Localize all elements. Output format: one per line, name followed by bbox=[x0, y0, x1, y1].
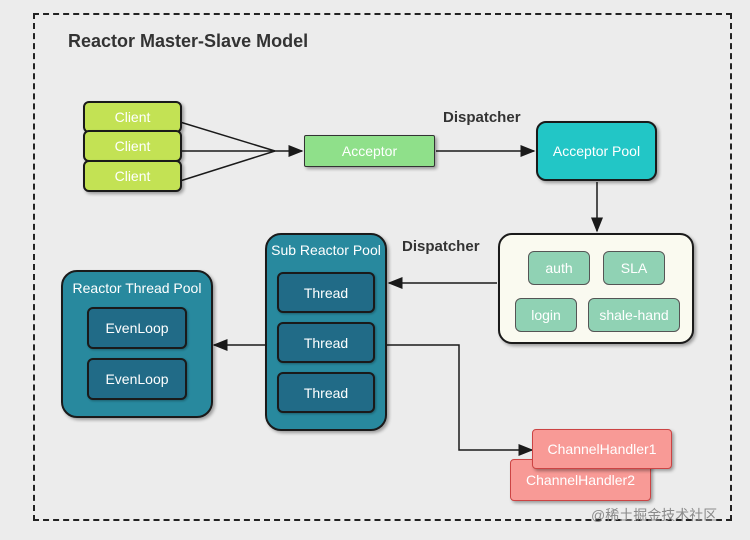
thread-node: Thread bbox=[277, 272, 375, 313]
watermark: @稀土掘金技术社区 bbox=[591, 507, 718, 523]
eventloop-node: EvenLoop bbox=[87, 358, 187, 400]
shake-hand-handler: shale-hand bbox=[588, 298, 680, 332]
eventloop-node: EvenLoop bbox=[87, 307, 187, 349]
client1-line bbox=[179, 121, 276, 152]
auth-handler: auth bbox=[528, 251, 590, 285]
handler-group: auth SLA login shale-hand bbox=[498, 233, 694, 344]
client3-line bbox=[179, 150, 276, 182]
reactor-thread-pool: Reactor Thread Pool EvenLoop EvenLoop bbox=[61, 270, 213, 418]
dispatcher-label-mid: Dispatcher bbox=[402, 238, 480, 255]
client-node: Client bbox=[83, 101, 182, 133]
dispatcher-label-top: Dispatcher bbox=[443, 109, 521, 126]
acceptor-pool-node: Acceptor Pool bbox=[536, 121, 657, 181]
sla-handler: SLA bbox=[603, 251, 665, 285]
sub-reactor-pool: Sub Reactor Pool Thread Thread Thread bbox=[265, 233, 387, 431]
acceptor-node: Acceptor bbox=[304, 135, 435, 167]
thread-node: Thread bbox=[277, 372, 375, 413]
channel-handler-1: ChannelHandler1 bbox=[532, 429, 672, 469]
thread-node: Thread bbox=[277, 322, 375, 363]
diagram-frame bbox=[33, 13, 732, 521]
sub-reactor-pool-label: Sub Reactor Pool bbox=[271, 242, 381, 258]
reactor-thread-pool-label: Reactor Thread Pool bbox=[72, 280, 202, 296]
client-node: Client bbox=[83, 130, 182, 162]
login-handler: login bbox=[515, 298, 577, 332]
client-node: Client bbox=[83, 160, 182, 192]
subreactor-to-channelhandler-arrow bbox=[387, 344, 534, 456]
diagram-title: Reactor Master-Slave Model bbox=[68, 31, 309, 51]
